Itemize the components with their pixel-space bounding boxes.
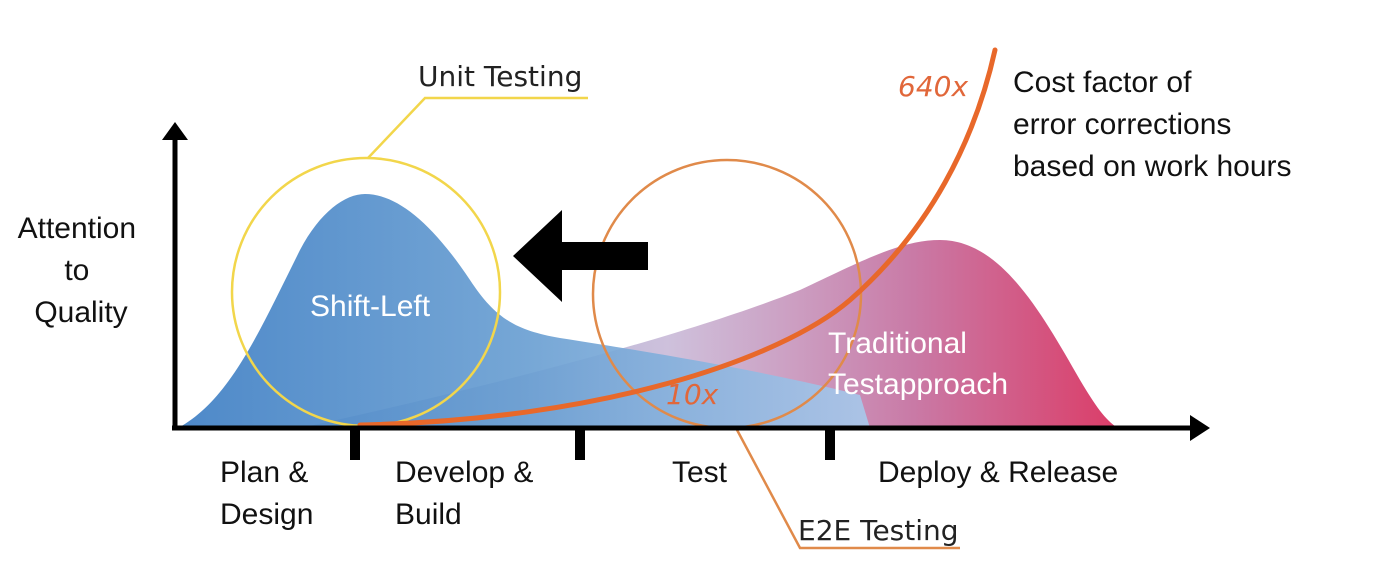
y-axis-label: Attention to Quality	[18, 212, 145, 329]
unit-testing-label: Unit Testing	[418, 60, 582, 93]
y-axis-arrowhead-icon	[162, 122, 188, 140]
phase-divider	[350, 428, 360, 460]
phase-test: Test	[672, 456, 728, 489]
shift-left-arrow-icon	[513, 210, 648, 302]
phase-deploy-release: Deploy & Release	[878, 456, 1118, 489]
cost-factor-note: Cost factor of error corrections based o…	[1013, 66, 1292, 183]
x-axis-arrowhead-icon	[1190, 415, 1210, 441]
shift-left-label: Shift-Left	[310, 290, 431, 323]
shift-left-curve	[178, 194, 870, 428]
cost-factor-curve	[357, 47, 998, 428]
traditional-label: Traditional Testapproach	[828, 327, 1008, 401]
unit-testing-leader	[367, 96, 588, 159]
e2e-testing-label: E2E Testing	[798, 514, 959, 547]
phase-divider	[575, 428, 585, 460]
phase-divider	[825, 428, 835, 460]
cost-factor-start: 10x	[666, 378, 719, 411]
phase-develop-build: Develop & Build	[395, 456, 542, 531]
e2e-testing-leader	[734, 427, 960, 550]
phase-plan-design: Plan & Design	[220, 456, 317, 531]
cost-factor-end: 640x	[898, 70, 968, 103]
